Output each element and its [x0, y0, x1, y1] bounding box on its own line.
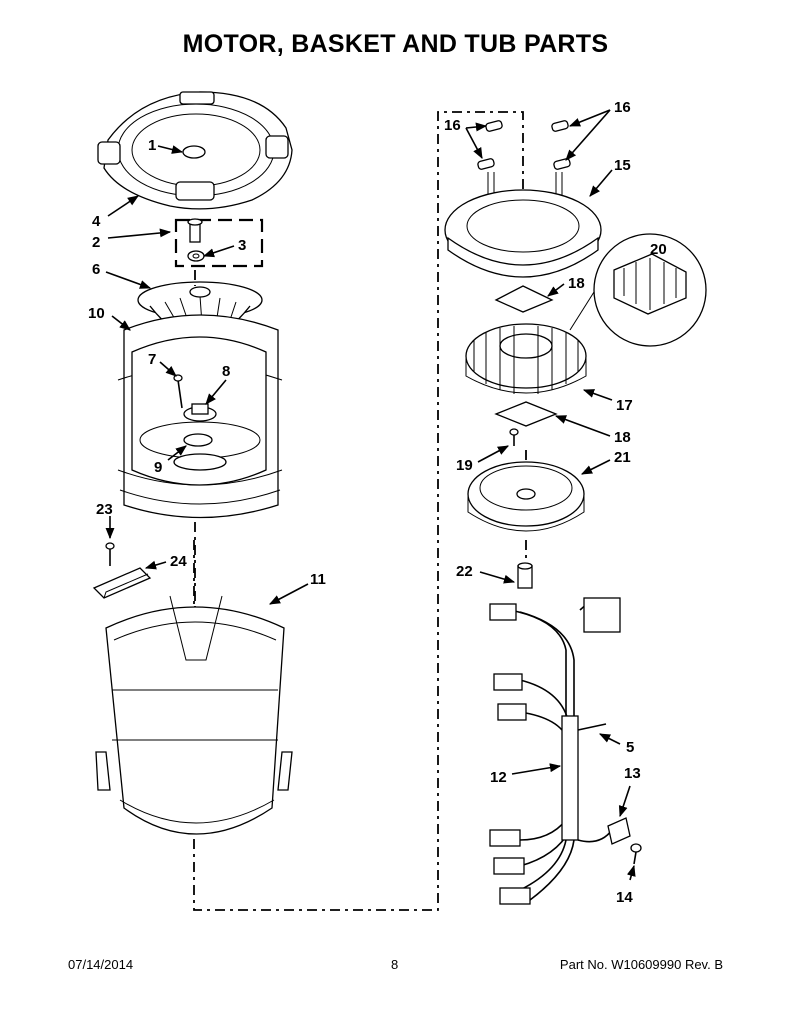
callout-7: 7	[148, 351, 156, 368]
gasket-part-18-upper	[494, 285, 554, 313]
callout-10: 10	[88, 305, 105, 322]
callout-22: 22	[456, 563, 473, 580]
stator-part-17	[465, 323, 587, 394]
callout-15: 15	[614, 157, 631, 174]
footer-part-number: Part No. W10609990 Rev. B	[559, 957, 723, 972]
callout-21: 21	[614, 449, 631, 466]
callout-4: 4	[92, 213, 101, 230]
connector-part-20	[569, 233, 707, 347]
callout-18-lower: 18	[614, 429, 631, 446]
callout-23: 23	[96, 501, 113, 518]
callout-6: 6	[92, 261, 100, 278]
footer-date: 07/14/2014	[68, 957, 134, 972]
screw-part-19	[509, 428, 519, 446]
callout-14: 14	[616, 889, 633, 906]
coupler-part-22	[517, 562, 533, 589]
callout-12: 12	[490, 769, 507, 786]
callout-9: 9	[154, 459, 162, 476]
gasket-part-18-lower	[494, 401, 558, 427]
rotor-part-21	[467, 461, 585, 532]
bracket-part-24	[92, 567, 152, 599]
screw-part-23	[105, 542, 115, 566]
page-title: MOTOR, BASKET AND TUB PARTS	[182, 30, 609, 58]
bolt-part-2	[187, 218, 203, 243]
harness-connectors	[489, 597, 621, 905]
callout-11: 11	[310, 571, 326, 588]
leader-lines	[105, 109, 636, 881]
callout-8: 8	[222, 363, 230, 380]
hardware-group-box	[174, 218, 264, 268]
gear-part-9	[173, 433, 227, 471]
callout-13: 13	[624, 765, 641, 782]
footer-page-number: 8	[391, 957, 399, 972]
callout-17: 17	[616, 397, 633, 414]
callout-16-left: 16	[444, 117, 461, 134]
callout-5: 5	[626, 739, 634, 756]
disk-part-1	[182, 145, 206, 159]
callout-2: 2	[92, 234, 100, 251]
callout-20: 20	[650, 241, 667, 258]
wire-harness-part-12	[509, 602, 613, 901]
clip-part-13	[607, 817, 631, 845]
callout-19: 19	[456, 457, 473, 474]
callout-18-upper: 18	[568, 275, 585, 292]
callout-16-right: 16	[614, 99, 631, 116]
tub-part-11	[95, 595, 293, 835]
screw-part-14	[630, 843, 642, 865]
callout-1: 1	[148, 137, 156, 154]
washer-part-3	[187, 250, 205, 262]
stator-housing-part-15	[444, 189, 602, 278]
callout-24: 24	[170, 553, 187, 570]
screw-part-7	[173, 374, 183, 409]
assembly-connector-line	[193, 111, 524, 911]
hub-part-8	[183, 403, 217, 422]
callout-3: 3	[238, 237, 246, 254]
